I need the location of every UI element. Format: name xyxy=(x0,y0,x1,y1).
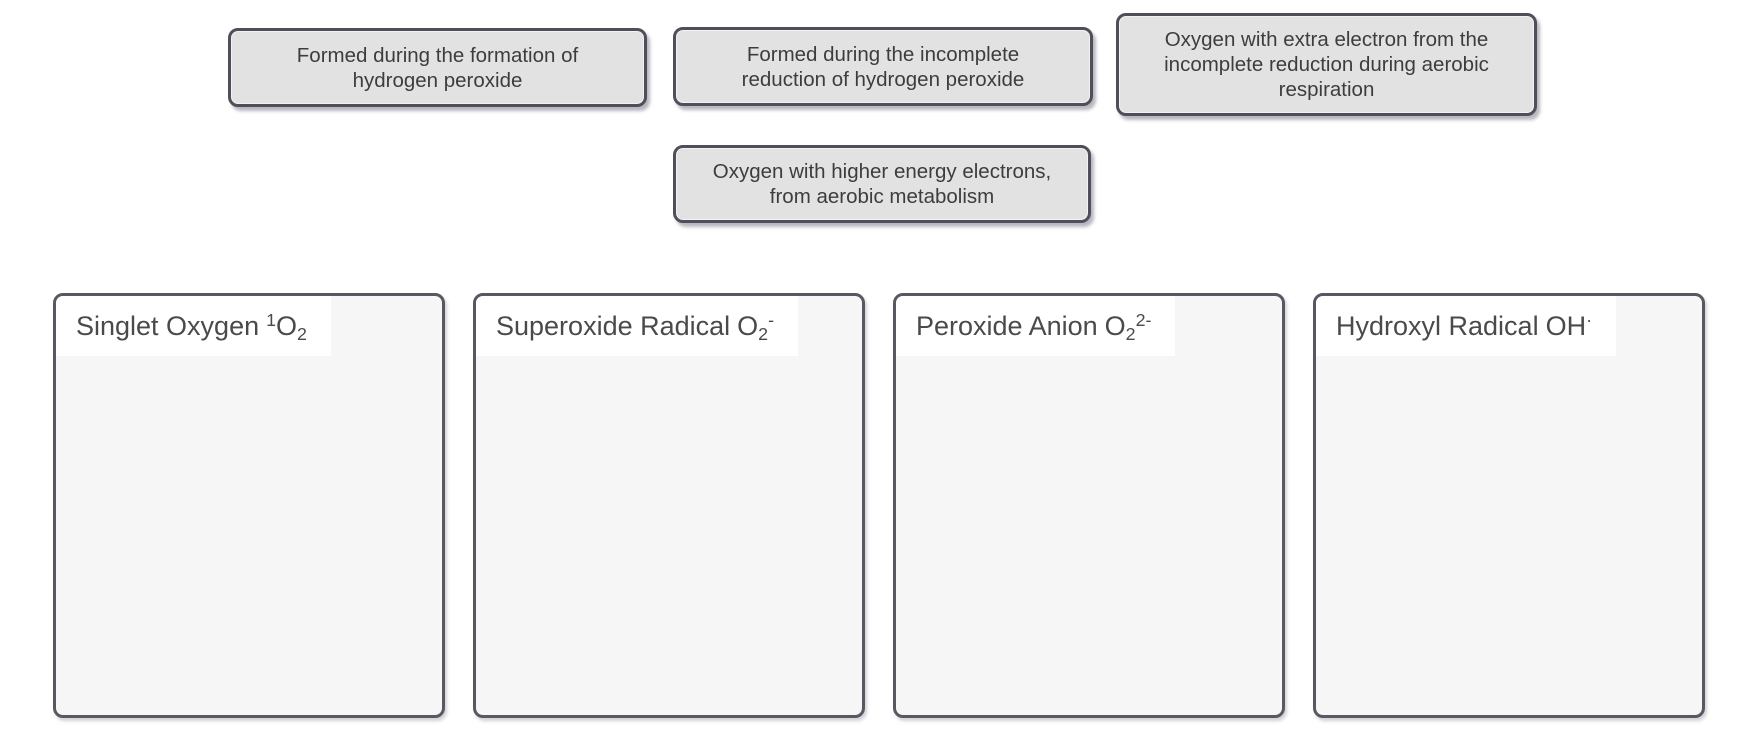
card-text-line: Oxygen with higher energy electrons, xyxy=(712,160,1052,183)
chemical-formula: O22- xyxy=(1104,310,1152,344)
draggable-card-higher-energy-electrons[interactable]: Oxygen with higher energy electrons, fro… xyxy=(673,145,1091,223)
bin-name: Superoxide Radical xyxy=(496,311,731,341)
card-text-line: Formed during the incomplete xyxy=(746,42,1020,66)
bin-name: Singlet Oxygen xyxy=(76,311,260,341)
card-text-line: reduction of hydrogen peroxide xyxy=(741,67,1025,91)
chemical-formula: O2- xyxy=(737,310,775,344)
card-text-line: respiration xyxy=(1278,78,1375,101)
chemical-formula: OH· xyxy=(1545,310,1593,341)
draggable-card-formed-during-formation[interactable]: Formed during the formation of hydrogen … xyxy=(228,28,647,107)
bin-name: Peroxide Anion xyxy=(916,311,1098,341)
card-text-line: Formed during the formation of xyxy=(296,43,579,67)
card-text-line: incomplete reduction during aerobic xyxy=(1164,53,1489,76)
draggable-card-incomplete-reduction-h2o2[interactable]: Formed during the incomplete reduction o… xyxy=(673,27,1093,106)
bin-name: Hydroxyl Radical xyxy=(1336,311,1539,341)
chemical-formula: 1O2 xyxy=(266,310,307,344)
draggable-card-extra-electron-aerobic-respiration[interactable]: Oxygen with extra electron from the inco… xyxy=(1116,13,1537,116)
card-text-line: Oxygen with extra electron from the xyxy=(1164,28,1489,51)
card-text-line: hydrogen peroxide xyxy=(352,68,523,92)
card-text-line: from aerobic metabolism xyxy=(769,185,995,208)
